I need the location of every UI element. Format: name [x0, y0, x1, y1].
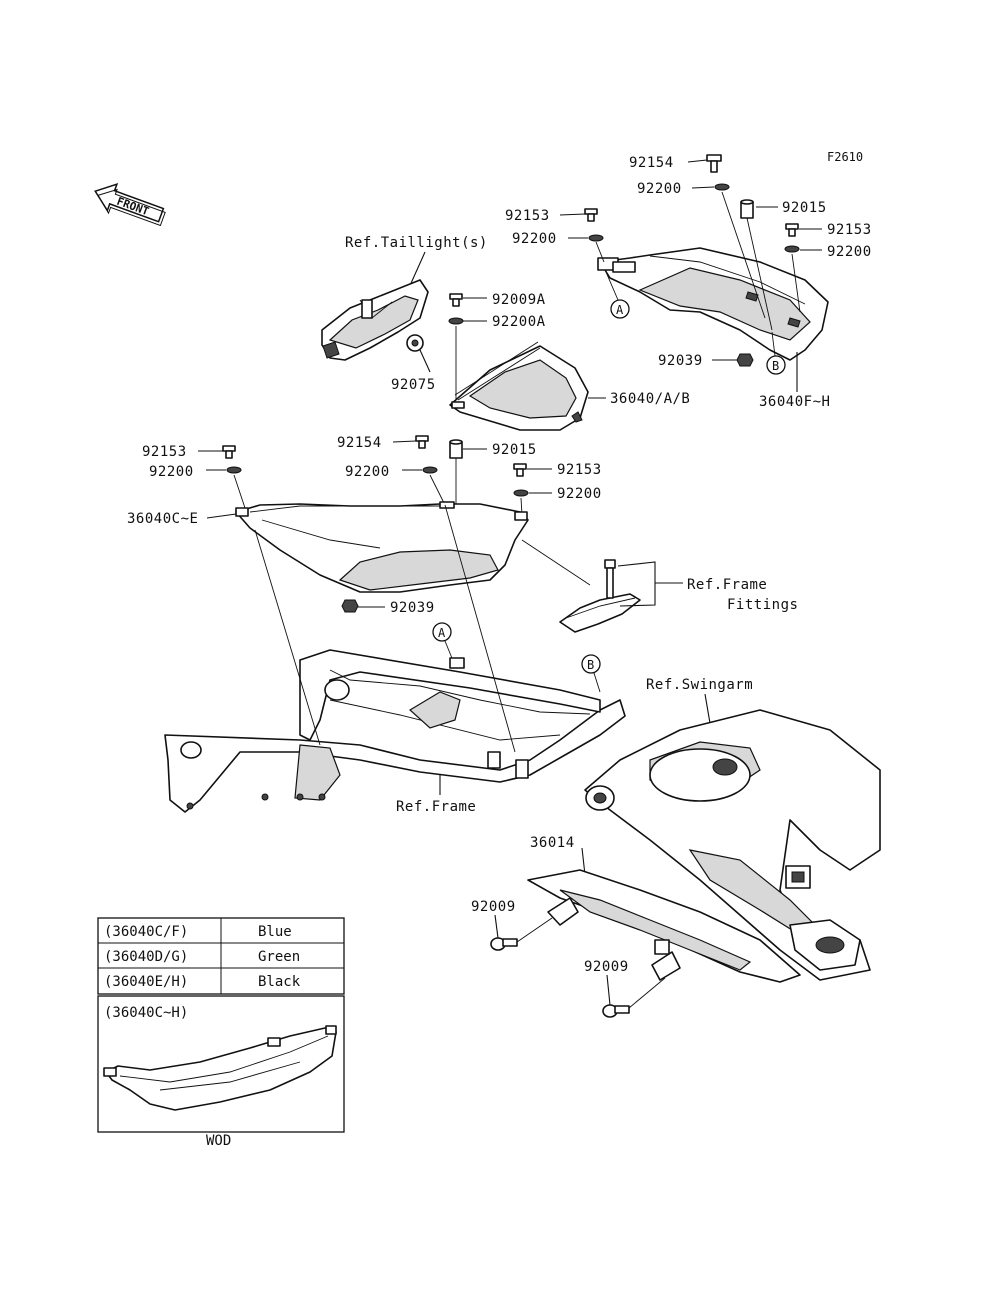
- marker-b-top-label: B: [772, 359, 779, 373]
- callout-36040FH: 36040F~H: [759, 394, 830, 410]
- washer-92200-top-left-icon: [588, 234, 604, 242]
- color-table-color-3: Black: [258, 974, 301, 990]
- callout-92153-top-left: 92153: [505, 208, 550, 224]
- callout-92200-mid-left: 92200: [149, 464, 194, 480]
- bolt-92009A-icon: [449, 293, 463, 307]
- side-cover-36040CE: [235, 501, 529, 593]
- callout-92153-mid-left: 92153: [142, 444, 187, 460]
- frame-fittings-bracket: [559, 559, 641, 633]
- callout-92009-left: 92009: [471, 899, 516, 915]
- bolt-92153-mid-right-icon: [513, 463, 527, 477]
- color-table-color-2: Green: [258, 949, 300, 965]
- bolt-92153-top-right-icon: [785, 223, 799, 237]
- rear-cover-upper-right: [597, 247, 829, 361]
- marker-a-top: [610, 299, 630, 319]
- washer-92200-top-icon: [714, 183, 730, 191]
- washer-92200-mid-right-icon: [513, 489, 529, 497]
- bolt-92154-top-icon: [706, 154, 722, 173]
- color-table-code-3: (36040E/H): [104, 974, 188, 990]
- washer-92200-top-right-icon: [784, 245, 800, 253]
- callout-92200-top-right: 92200: [827, 244, 872, 260]
- color-table-code-2: (36040D/G): [104, 949, 188, 965]
- callout-92039-mid: 92039: [390, 600, 435, 616]
- inset-title: (36040C~H): [104, 1005, 188, 1021]
- figure-code: F2610: [827, 150, 863, 164]
- ref-frame-fittings-line2: Fittings: [727, 597, 798, 613]
- callout-92075: 92075: [391, 377, 436, 393]
- callout-92154-mid: 92154: [337, 435, 382, 451]
- inset-box: (36040C~H): [97, 995, 345, 1133]
- callout-92200-top: 92200: [637, 181, 682, 197]
- callout-92153-top-right: 92153: [827, 222, 872, 238]
- callout-92154-top: 92154: [629, 155, 674, 171]
- callout-92200-top-left: 92200: [512, 231, 557, 247]
- callout-92009A: 92009A: [492, 292, 546, 308]
- color-table-code-1: (36040C/F): [104, 924, 188, 940]
- callout-92200A: 92200A: [492, 314, 546, 330]
- seat-cowl-36040AB: [449, 341, 589, 431]
- callout-92153-mid-right: 92153: [557, 462, 602, 478]
- marker-a-mid-label: A: [438, 626, 446, 640]
- ref-frame-fittings-line1: Ref.Frame: [687, 577, 767, 593]
- collar-92015-top-icon: [740, 199, 754, 219]
- screw-92009-left-icon: [490, 937, 518, 951]
- marker-b-top: [766, 355, 786, 375]
- callout-92039-top: 92039: [658, 353, 703, 369]
- callout-36014: 36014: [530, 835, 575, 851]
- swingarm: [584, 709, 881, 981]
- nut-92039-top-icon: [736, 353, 754, 367]
- marker-b-mid: [581, 654, 601, 674]
- ref-swingarm-label: Ref.Swingarm: [646, 677, 753, 693]
- callout-92200-mid: 92200: [345, 464, 390, 480]
- front-arrow-icon: FRONT: [94, 182, 166, 227]
- inset-side-cover-variant: [103, 1025, 337, 1111]
- bolt-92154-mid-icon: [415, 435, 429, 449]
- washer-92200-mid-left-icon: [226, 466, 242, 474]
- washer-92200A-icon: [448, 317, 464, 325]
- chain-guard-36014: [527, 869, 801, 983]
- callout-92009-right: 92009: [584, 959, 629, 975]
- bolt-92153-mid-left-icon: [222, 445, 236, 459]
- inset-caption: WOD: [206, 1133, 231, 1149]
- callout-92015-top: 92015: [782, 200, 827, 216]
- bolt-92153-top-left-icon: [584, 208, 598, 222]
- taillight-assembly: [321, 279, 429, 361]
- marker-a-top-label: A: [616, 303, 624, 317]
- marker-b-mid-label: B: [587, 658, 594, 672]
- collar-92015-mid-icon: [449, 439, 463, 459]
- callout-92200-mid-right: 92200: [557, 486, 602, 502]
- callout-92015-mid: 92015: [492, 442, 537, 458]
- color-table-color-1: Blue: [258, 924, 292, 940]
- rear-frame: [164, 649, 626, 813]
- callout-36040AB: 36040/A/B: [610, 391, 690, 407]
- nut-92039-mid-icon: [341, 599, 359, 613]
- marker-a-mid: [432, 622, 452, 642]
- callout-36040CE: 36040C~E: [127, 511, 198, 527]
- washer-92200-mid-icon: [422, 466, 438, 474]
- screw-92009-right-icon: [602, 1004, 630, 1018]
- ref-frame-label: Ref.Frame: [396, 799, 476, 815]
- color-table: (36040C/F) Blue (36040D/G) Green (36040E…: [97, 917, 345, 995]
- ref-taillight-label: Ref.Taillight(s): [345, 235, 488, 251]
